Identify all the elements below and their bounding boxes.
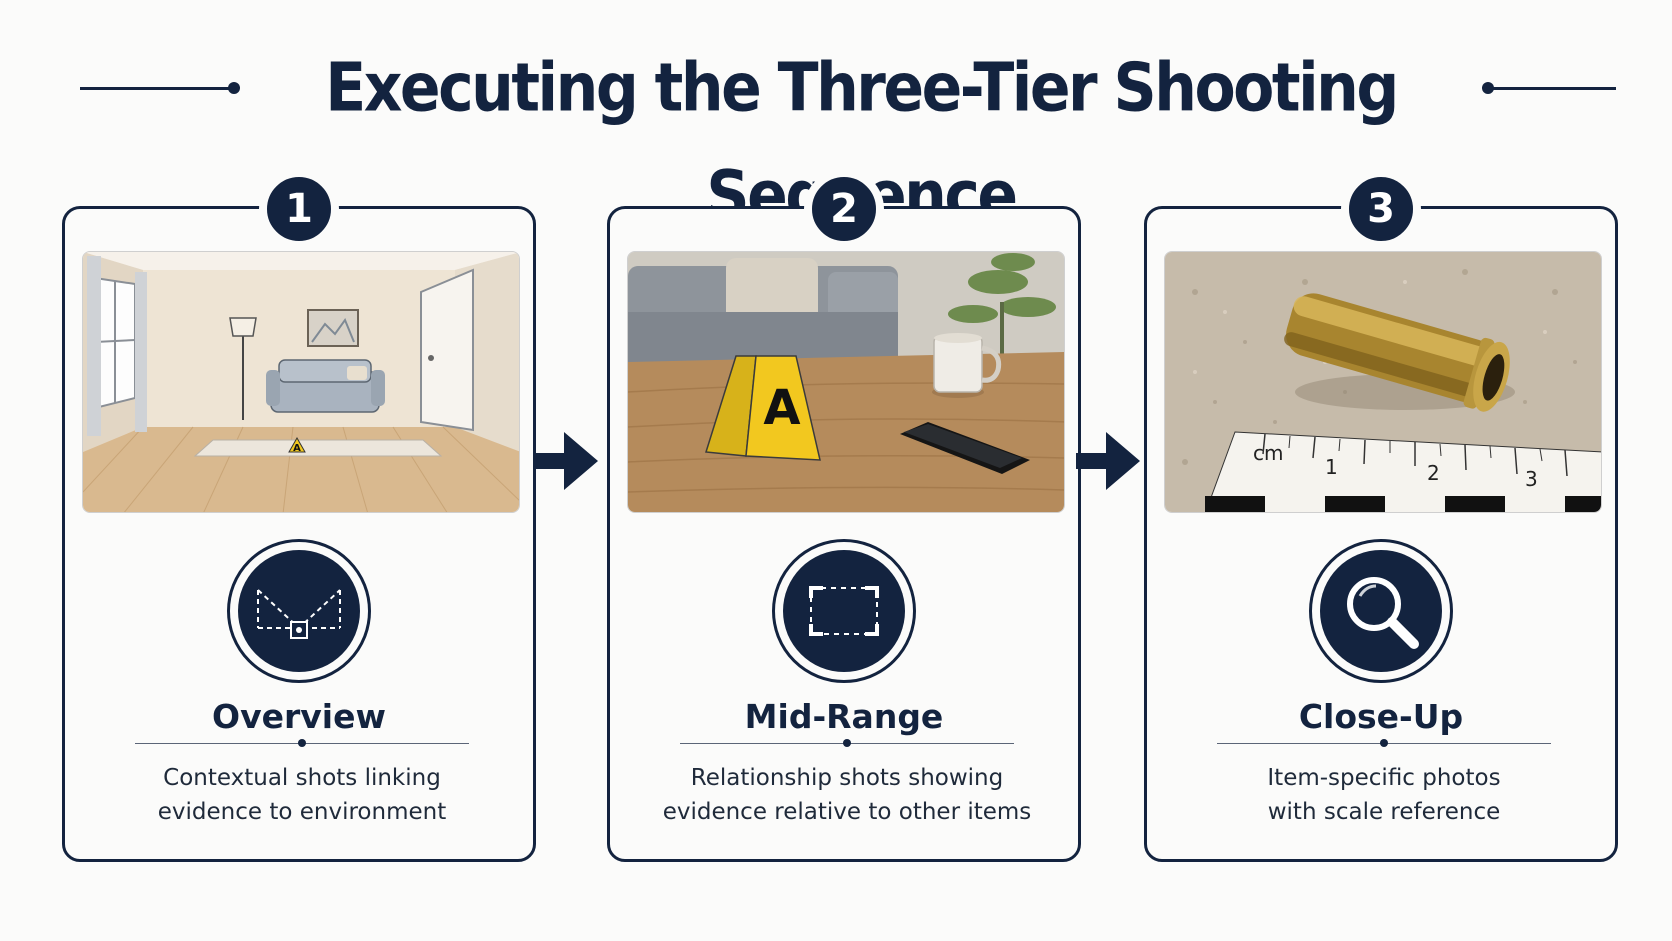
mid-range-icon-ring	[772, 539, 916, 683]
svg-text:A: A	[293, 443, 301, 454]
step-title: Overview	[212, 697, 386, 736]
step-description-line: evidence to environment	[157, 799, 447, 825]
step-description-line: with scale reference	[1267, 799, 1501, 825]
step-card-overview: 1	[62, 169, 536, 862]
ruler-label: 3	[1525, 467, 1538, 491]
step-number-badge: 2	[804, 169, 884, 249]
step-card-mid-range: 2 A	[607, 169, 1081, 862]
ruler-unit-label: cm	[1253, 441, 1283, 465]
divider-dot	[298, 739, 306, 747]
step-description: Item-specific photos with scale referenc…	[1167, 761, 1601, 829]
step-title: Close-Up	[1298, 697, 1464, 736]
mid-range-table-photo: A	[627, 251, 1065, 513]
title-rule-dot-left	[228, 82, 240, 94]
arrow-right-icon	[534, 432, 598, 490]
title-rule-left	[80, 87, 232, 90]
arrow-right-icon	[1076, 432, 1140, 490]
divider-dot	[843, 739, 851, 747]
step-number-badge: 1	[259, 169, 339, 249]
step-card-close-up: 3	[1144, 169, 1618, 862]
title-row: Executing the Three-Tier Shooting Sequen…	[0, 40, 1672, 235]
overview-icon-ring	[227, 539, 371, 683]
close-up-casing-photo: cm 1 2 3	[1164, 251, 1602, 513]
title-rule-right	[1488, 87, 1616, 90]
step-description-line: Relationship shots showing	[690, 765, 1004, 791]
close-up-icon-ring	[1309, 539, 1453, 683]
svg-text:A: A	[763, 380, 800, 436]
ruler-label: 2	[1427, 461, 1440, 485]
overview-room-photo: A	[82, 251, 520, 513]
step-number-badge: 3	[1341, 169, 1421, 249]
divider-dot	[1380, 739, 1388, 747]
step-title: Mid-Range	[744, 697, 944, 736]
step-description: Contextual shots linking evidence to env…	[85, 761, 519, 829]
page-title: Executing the Three-Tier Shooting Sequen…	[325, 48, 1399, 235]
frame-corners-icon	[783, 550, 905, 672]
step-description-line: Contextual shots linking	[163, 765, 441, 791]
step-description-line: evidence relative to other items	[662, 799, 1032, 825]
step-description: Relationship shots showing evidence rela…	[630, 761, 1064, 829]
step-description-line: Item-specific photos	[1267, 765, 1501, 791]
camera-field-of-view-icon	[238, 550, 360, 672]
ruler-label: 1	[1325, 455, 1338, 479]
magnifier-icon	[1320, 550, 1442, 672]
